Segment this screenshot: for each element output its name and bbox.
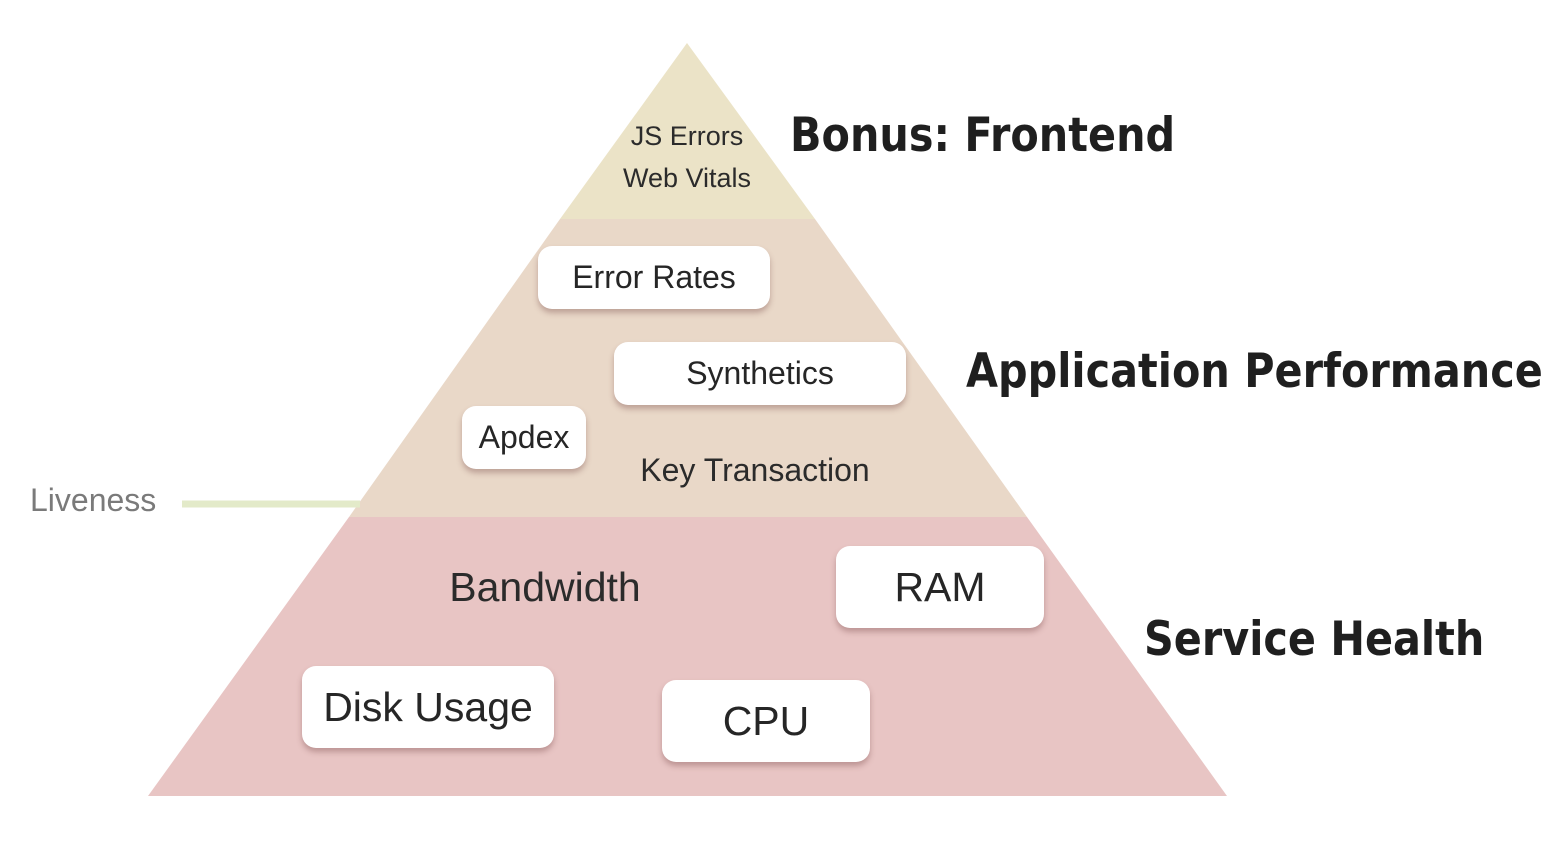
card-disk-usage: Disk Usage [302, 666, 554, 748]
card-ram: RAM [836, 546, 1044, 628]
card-apdex: Apdex [462, 406, 586, 469]
card-synthetics: Synthetics [614, 342, 906, 405]
tier-title-frontend: Bonus: Frontend [790, 108, 1176, 163]
item-key-transaction: Key Transaction [640, 452, 870, 488]
liveness-label: Liveness [30, 482, 157, 518]
item-bandwidth: Bandwidth [449, 564, 641, 610]
tier-top-shape [560, 43, 815, 219]
item-js-errors: JS Errors [630, 121, 744, 151]
card-cpu: CPU [662, 680, 870, 762]
card-error-rates: Error Rates [538, 246, 770, 309]
item-web-vitals: Web Vitals [622, 163, 752, 193]
tier-title-service-health: Service Health [1144, 612, 1485, 667]
tier-title-application-performance: Application Performance [966, 344, 1543, 399]
